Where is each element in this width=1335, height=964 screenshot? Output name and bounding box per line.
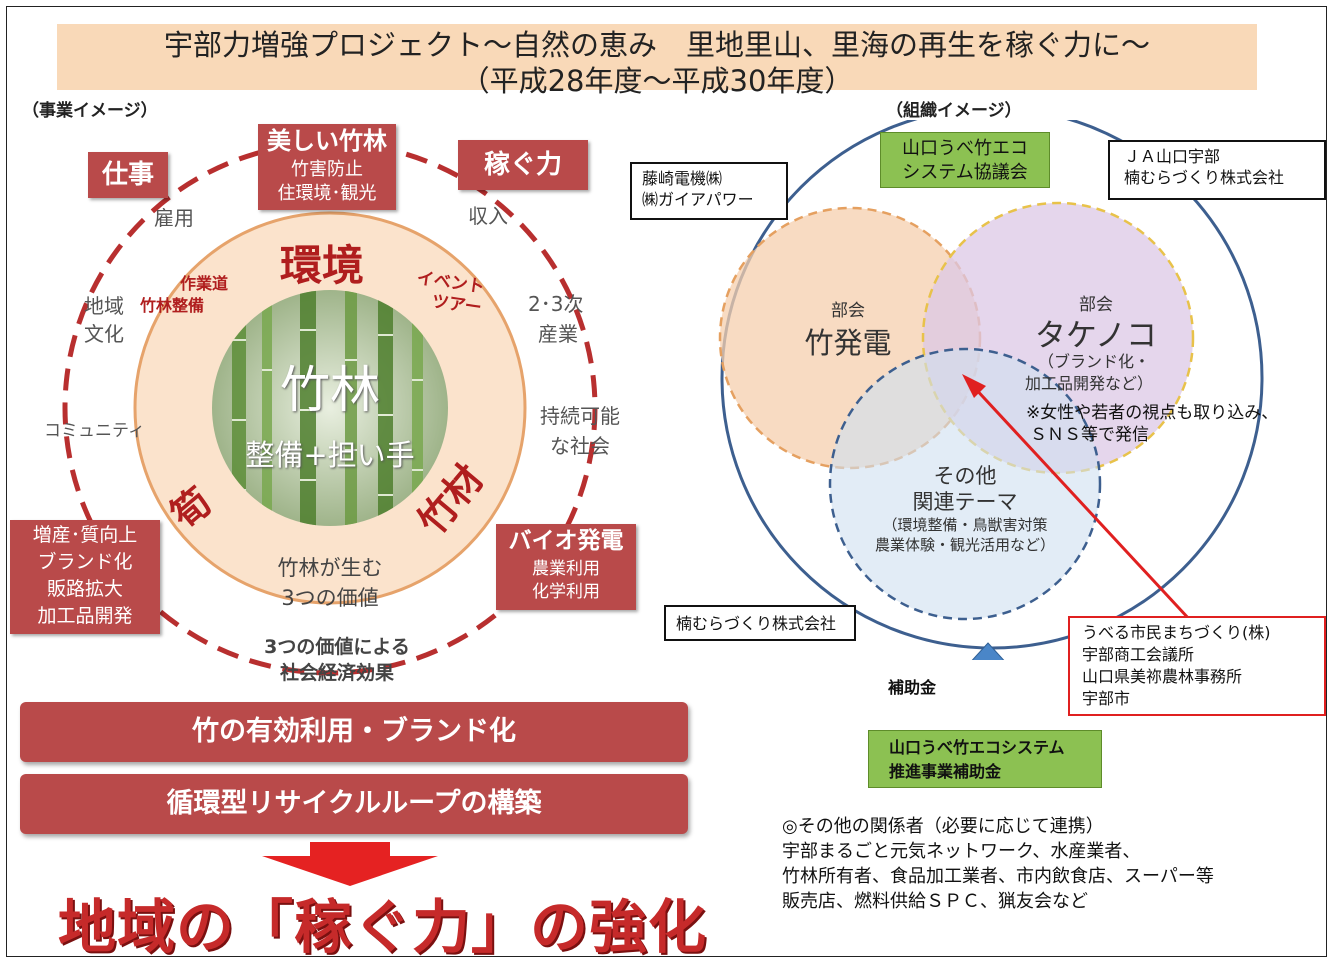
box-bio-main: バイオ発電 [508, 528, 624, 554]
box-bio-sub1: 農業利用 [532, 559, 600, 579]
box-bio-sub2: 化学利用 [532, 582, 600, 602]
label-chiiki: 地域 [84, 294, 124, 318]
banner-brand: 竹の有効利用・ブランド化 [20, 702, 688, 762]
subsidy-label: 補助金 [888, 678, 937, 697]
others-line4: 販売店、燃料供給ＳＰＣ、猟友会など [782, 891, 1088, 912]
others-line2: 宇部まるごと元気ネットワーク、水産業者、 [782, 841, 1141, 862]
box-shigoto-label: 仕事 [101, 160, 154, 190]
other-main1: その他 [933, 464, 997, 488]
box-left-line1: 増産･質向上 [32, 524, 138, 546]
subsidy-arrow [971, 642, 1005, 660]
box-left-line3: 販路拡大 [46, 578, 123, 600]
company-top-left: 藤崎電機㈱ ㈱ガイアパワー [630, 162, 788, 220]
left-diagram-graphics [62, 140, 598, 676]
company-tr-line2: 楠むらづくり株式会社 [1124, 168, 1285, 187]
supporter-3: 山口県美祢農林事務所 [1082, 667, 1243, 686]
company-top-right: ＪＡ山口宇部 楠むらづくり株式会社 [1108, 140, 1326, 200]
bamboo-power-main: 竹発電 [804, 326, 892, 360]
box-kasegu: 稼ぐ力 [458, 140, 588, 190]
council-line1: 山口うべ竹エコ [902, 138, 1028, 159]
box-kasegu-label: 稼ぐ力 [483, 150, 562, 180]
result-message: 地域の「稼ぐ力」の強化 [58, 893, 708, 961]
other-sub1: （環境整備・鳥獣害対策 [882, 516, 1048, 534]
label-shunyu: 収入 [468, 204, 508, 228]
label-community: コミュニティ [44, 421, 145, 441]
center-sub: 整備+担い手 [245, 438, 415, 472]
title-band [57, 24, 1257, 90]
subsidy-line2: 推進事業補助金 [889, 762, 1002, 781]
company-tl-line1: 藤崎電機㈱ [642, 169, 723, 188]
label-jizoku2: な社会 [550, 434, 610, 458]
left-section-label: （事業イメージ） [22, 101, 158, 121]
label-sangyou1: 2･3次 [528, 292, 584, 316]
label-bunka: 文化 [84, 322, 124, 346]
title-line2: （平成28年度〜平成30年度） [460, 64, 854, 98]
ring-chikurin-seibi: 竹林整備 [140, 296, 205, 315]
venn-other [828, 347, 1102, 621]
outer-dashed-ring [62, 140, 598, 676]
others-line1: ◎その他の関係者（必要に応じて連携） [782, 816, 1104, 837]
others-block: ◎その他の関係者（必要に応じて連携） 宇部まるごと元気ネットワーク、水産業者、 … [782, 814, 1214, 914]
ring-sagyoudou: 作業道 [180, 274, 229, 293]
other-main2: 関連テーマ [912, 490, 1018, 514]
bamboo-power-small: 部会 [831, 301, 865, 321]
support-arrow-line [970, 383, 1192, 622]
label-jizoku1: 持続可能 [540, 404, 620, 428]
ring-value-line2: 3つの価値 [281, 586, 379, 610]
company-tr-line1: ＪＡ山口宇部 [1124, 147, 1221, 166]
supporter-1: うべる市民まちづくり(株) [1082, 623, 1271, 642]
box-bamboo-forest: 美しい竹林 竹害防止 住環境･観光 [258, 124, 396, 210]
right-diagram-graphics [718, 120, 1264, 660]
ring-kankyo: 環境 [280, 241, 365, 290]
company-bottom-left: 楠むらづくり株式会社 [664, 605, 856, 641]
title-line1: 宇部力増強プロジェクト〜自然の恵み 里地里山、里海の再生を稼ぐ力に〜 [163, 28, 1150, 62]
box-left-line4: 加工品開発 [37, 605, 133, 627]
box-left-line2: ブランド化 [37, 551, 133, 573]
banner-recycle: 循環型リサイクルループの構築 [20, 774, 688, 834]
box-bio-power: バイオ発電 農業利用 化学利用 [496, 524, 636, 610]
ring-value-line1: 竹林が生む [277, 556, 383, 580]
box-bamboo-sub1: 竹害防止 [291, 159, 363, 180]
label-sangyou2: 産業 [538, 322, 578, 346]
box-left-products: 増産･質向上 ブランド化 販路拡大 加工品開発 [10, 520, 160, 634]
takenoko-main: タケノコ [1034, 318, 1158, 354]
takenoko-sub2: 加工品開発など） [1024, 374, 1153, 393]
box-shigoto: 仕事 [88, 152, 168, 198]
subsidy-box: 山口うべ竹エコシステム 推進事業補助金 [868, 730, 1102, 788]
center-main: 竹林 [280, 361, 380, 419]
box-bamboo-main: 美しい竹林 [267, 127, 387, 155]
note-line1: ※女性や若者の視点も取り込み、 [1026, 403, 1279, 423]
company-tl-line2: ㈱ガイアパワー [642, 190, 754, 209]
other-sub2: 農業体験・観光活用など） [874, 536, 1055, 554]
council-box: 山口うべ竹エコ システム協議会 [880, 132, 1050, 188]
support-arrow-head [962, 374, 986, 398]
label-effect2: 社会経済効果 [279, 662, 394, 684]
supporter-4: 宇部市 [1082, 689, 1131, 708]
council-line2: システム協議会 [902, 162, 1028, 183]
supporter-2: 宇部商工会議所 [1082, 645, 1195, 664]
subsidy-line1: 山口うべ竹エコシステム [889, 738, 1065, 757]
down-arrow [262, 842, 438, 886]
supporters-box: うべる市民まちづくり(株) 宇部商工会議所 山口県美祢農林事務所 宇部市 [1068, 616, 1326, 716]
right-section-label: （組織イメージ） [886, 101, 1022, 121]
bamboo-stalks [232, 290, 423, 526]
note-line2: ＳＮＳ等で発信 [1030, 425, 1149, 445]
label-koyou: 雇用 [154, 206, 194, 230]
takenoko-sub1: （ブランド化・ [1037, 352, 1150, 371]
box-bamboo-sub2: 住環境･観光 [277, 183, 377, 204]
label-effect1: 3つの価値による [264, 636, 410, 658]
takenoko-small: 部会 [1079, 295, 1113, 315]
others-line3: 竹林所有者、食品加工業者、市内飲食店、スーパー等 [782, 866, 1214, 887]
